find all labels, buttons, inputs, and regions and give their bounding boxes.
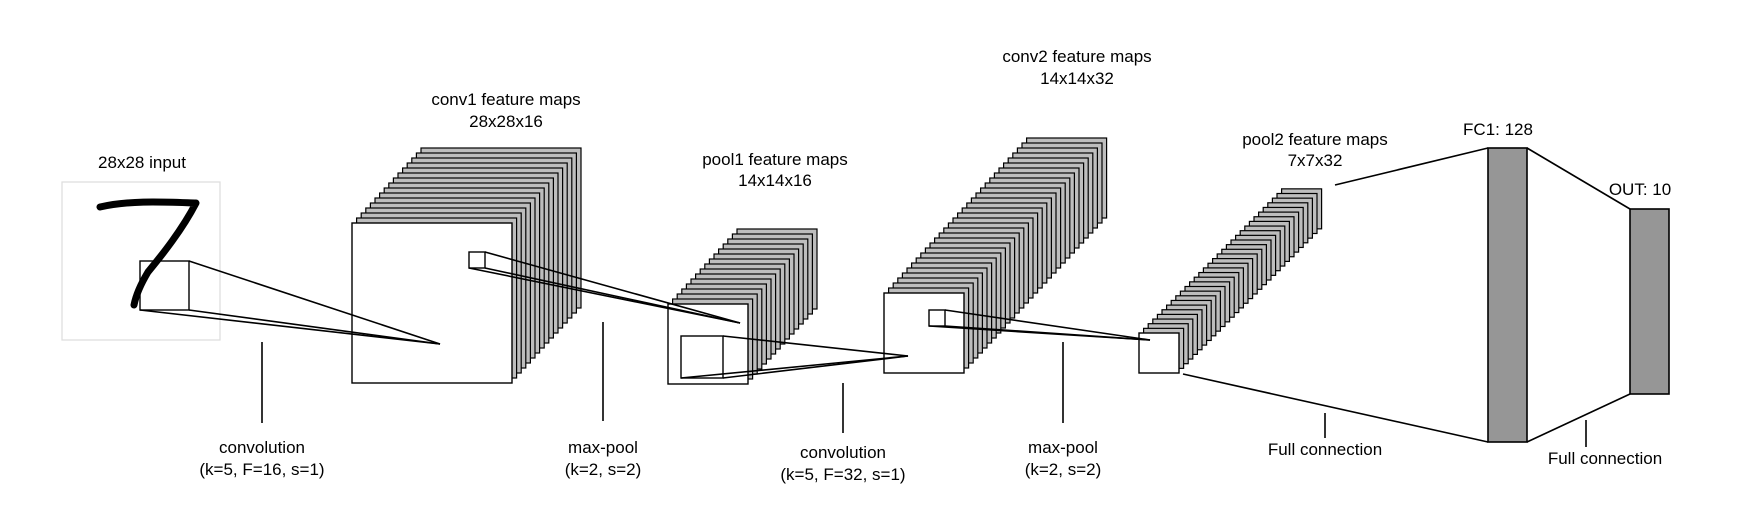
input-block: 28x28 input (61, 153, 221, 341)
output-layer-bar (1629, 208, 1670, 395)
pool2-title: pool2 feature maps (1242, 130, 1388, 149)
projection-lines (139, 147, 1631, 443)
operation-annotations: convolution (k=5, F=16, s=1) max-pool (k… (199, 322, 1662, 484)
op-conv2-name: convolution (800, 443, 886, 462)
pool1-title: pool1 feature maps (702, 150, 848, 169)
conv1-title: conv1 feature maps (431, 90, 580, 109)
op-pool2-params: (k=2, s=2) (1025, 460, 1102, 479)
op-out-name: Full connection (1548, 449, 1662, 468)
conv1-shape: 28x28x16 (469, 112, 543, 131)
conv1-front-map (351, 222, 513, 384)
op-conv1-params: (k=5, F=16, s=1) (199, 460, 324, 479)
conv1-feature-maps-stack (351, 147, 582, 384)
conv2-front-map (883, 292, 965, 374)
pool1-shape: 14x14x16 (738, 171, 812, 190)
pool2-feature-maps-stack (1138, 188, 1323, 374)
op-conv2-params: (k=5, F=32, s=1) (780, 465, 905, 484)
fc1-layer-bar (1487, 147, 1528, 443)
conv1-pool-window (468, 251, 486, 269)
conv2-title: conv2 feature maps (1002, 47, 1151, 66)
op-fc1-name: Full connection (1268, 440, 1382, 459)
op-pool1-params: (k=2, s=2) (565, 460, 642, 479)
input-label: 28x28 input (98, 153, 186, 172)
conv2-feature-maps-stack (883, 137, 1108, 374)
input-receptive-field (139, 260, 190, 311)
conv2-shape: 14x14x32 (1040, 69, 1114, 88)
pool2-shape: 7x7x32 (1288, 151, 1343, 170)
handwritten-digit-seven (96, 198, 200, 309)
op-conv1-name: convolution (219, 438, 305, 457)
output-title: OUT: 10 (1609, 180, 1671, 199)
pool1-conv-window (680, 335, 724, 379)
fc1-title: FC1: 128 (1463, 120, 1533, 139)
op-pool2-name: max-pool (1028, 438, 1098, 457)
op-pool1-name: max-pool (568, 438, 638, 457)
pool1-feature-maps-stack (667, 228, 818, 385)
